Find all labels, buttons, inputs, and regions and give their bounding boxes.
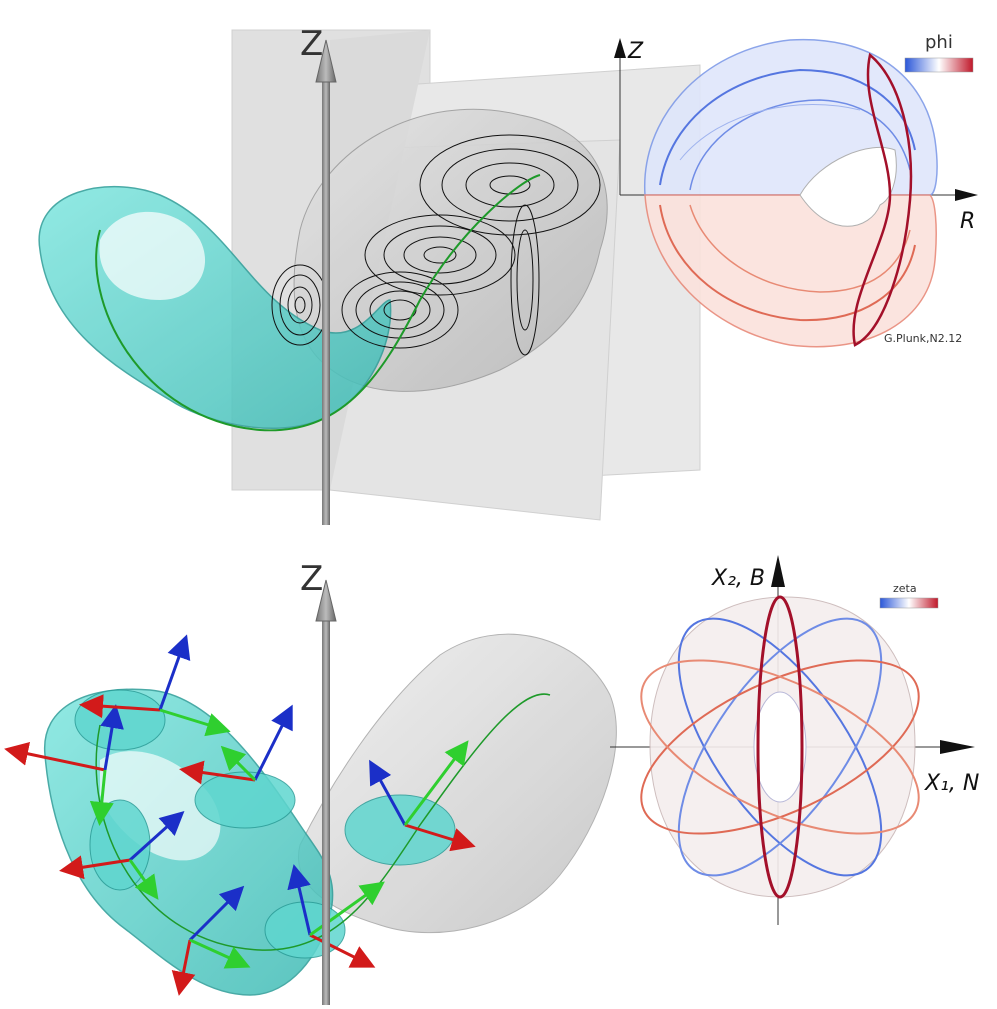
z-axis-label: Z — [300, 24, 323, 64]
inset-r-label: R — [960, 209, 975, 234]
contour-slices — [271, 134, 601, 356]
frame-arrows — [4, 634, 476, 996]
r-axis-arrow — [955, 189, 978, 201]
normal-arrow — [4, 741, 106, 772]
flux-surface-gray — [298, 633, 617, 934]
zeta-colorbar: zeta — [879, 582, 939, 609]
x1x2-inset: X₂, B X₁, N — [610, 555, 979, 925]
inset-highlighted-section — [852, 52, 913, 347]
inset-highlighted-section — [756, 595, 804, 899]
phi-colorbar: phi — [904, 32, 974, 73]
inset-z-label: Z — [627, 39, 644, 64]
tube-hole — [99, 211, 206, 300]
magnetic-axis — [95, 693, 551, 951]
x2-axis-arrow — [771, 555, 785, 587]
x1-axis-arrow — [940, 740, 975, 754]
bottom-3d-scene: Z X₂, B X₁, N zeta — [4, 555, 979, 1005]
credit-text: G.Plunk,N2.12 — [884, 332, 962, 345]
tangent-arrow — [89, 769, 114, 826]
rz-inset: Z R — [614, 38, 978, 348]
zeta-colorbar-label: zeta — [893, 582, 917, 595]
inset-x1-label: X₁, N — [924, 771, 979, 796]
z-axis — [315, 39, 337, 525]
top-panel: Z Z R phi G.Plunk,N2.12 — [38, 24, 978, 525]
z-axis-label: Z — [300, 559, 323, 599]
inset-x2-label: X₂, B — [711, 566, 765, 591]
bottom-panel: Z X₂, B X₁, N zeta — [0, 525, 997, 1005]
z-axis — [315, 579, 337, 1005]
phi-colorbar-label: phi — [925, 32, 953, 53]
z-inset-axis-arrow — [614, 38, 626, 58]
top-3d-scene: Z Z R phi G.Plunk,N2.12 — [38, 24, 978, 525]
binormal-arrow — [100, 704, 124, 771]
